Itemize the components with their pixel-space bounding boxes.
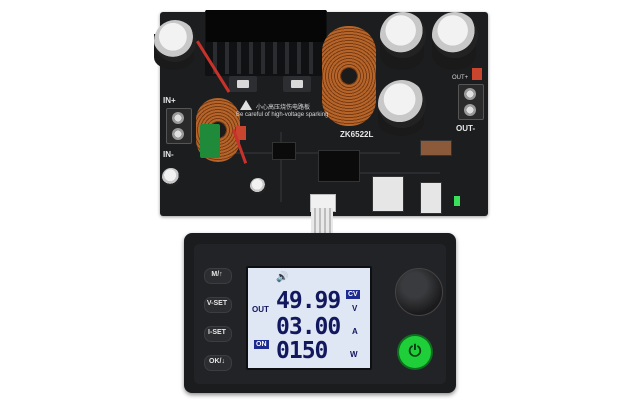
input-terminal <box>166 108 192 144</box>
current-set-label: I-SET <box>208 329 226 336</box>
inductor-coil <box>322 26 376 126</box>
capacitor <box>432 12 478 58</box>
in-minus-label: IN- <box>163 150 174 159</box>
green-capacitor <box>200 124 220 158</box>
rotary-encoder-knob[interactable] <box>395 268 443 316</box>
capacitor <box>154 20 196 62</box>
in-plus-label: IN+ <box>163 96 176 105</box>
screw-icon <box>172 128 184 140</box>
speaker-icon: 🔊 <box>276 272 289 283</box>
menu-up-button[interactable] <box>204 268 232 284</box>
screw-icon <box>464 88 476 100</box>
menu-up-label: M/↑ <box>211 271 223 278</box>
heatsink-fin <box>309 40 313 74</box>
lcd-screen <box>246 266 372 370</box>
heatsink-cover <box>206 10 326 42</box>
heatsink-fin <box>261 40 265 74</box>
pcb-trace <box>280 132 282 202</box>
out-plus-label: OUT+ <box>452 75 469 81</box>
inductor-core <box>341 68 357 84</box>
mosfet <box>229 76 257 92</box>
header-connector <box>372 176 404 212</box>
voltage-readout: 49.99 <box>276 288 341 314</box>
heatsink-fin <box>297 40 301 74</box>
screw-icon <box>172 112 184 124</box>
current-readout: 03.00 <box>276 314 341 340</box>
current-unit: A <box>352 327 358 336</box>
heatsink-fin <box>273 40 277 74</box>
pcb-trace <box>330 172 440 174</box>
fuse <box>472 68 482 80</box>
power-readout: 0150 <box>276 338 328 364</box>
controller-chip <box>318 150 360 182</box>
power-unit: W <box>350 350 358 359</box>
pcb-trace <box>200 152 400 154</box>
capacitor <box>378 80 426 128</box>
heatsink-fin <box>285 40 289 74</box>
heatsink-fin <box>225 40 229 74</box>
header-connector <box>420 182 442 214</box>
cv-mode-badge: CV <box>346 290 360 299</box>
out-label: OUT <box>252 305 269 314</box>
power-icon[interactable]: ⏻ <box>399 336 431 368</box>
voltage-unit: V <box>352 304 358 313</box>
output-terminal <box>458 84 484 120</box>
mosfet <box>283 76 311 92</box>
warning-chinese: 小心高压烧伤电路板 <box>256 105 311 111</box>
small-capacitor <box>162 168 180 186</box>
ok-down-label: OK/↓ <box>209 358 225 365</box>
heatsink-fin <box>249 40 253 74</box>
model-label: ZK6522L <box>340 130 374 139</box>
out-minus-label: OUT- <box>456 124 476 133</box>
warning-icon <box>240 100 252 110</box>
capacitor <box>380 12 426 58</box>
current-set-button[interactable] <box>204 326 232 342</box>
heatsink-fin <box>213 40 217 74</box>
status-led <box>454 196 460 206</box>
screw-icon <box>464 104 476 116</box>
resistor-array <box>420 140 452 156</box>
heatsink-fin <box>237 40 241 74</box>
ribbon-cable <box>311 208 333 238</box>
voltage-set-button[interactable] <box>204 297 232 313</box>
ok-down-button[interactable] <box>204 355 232 371</box>
ic-chip <box>272 142 296 160</box>
warning-english: Be careful of high-voltage sparking <box>236 112 329 118</box>
voltage-set-label: V-SET <box>206 300 228 307</box>
output-on-badge: ON <box>254 340 269 349</box>
small-capacitor <box>250 178 266 194</box>
fuse <box>236 126 246 140</box>
